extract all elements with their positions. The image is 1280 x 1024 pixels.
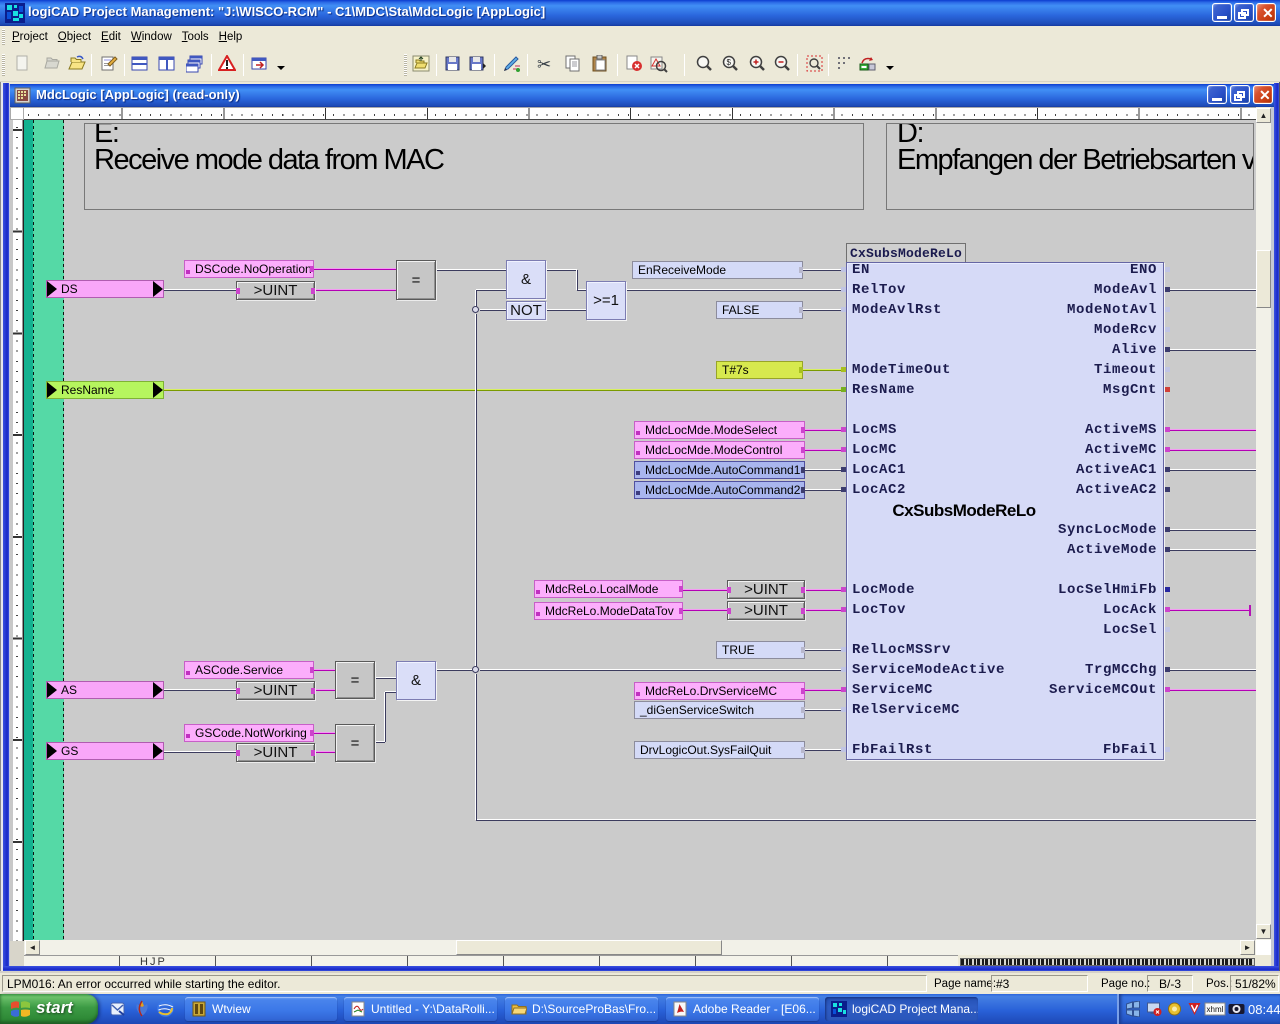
svg-text:$: $: [727, 58, 732, 67]
svg-text:xhml: xhml: [1207, 1005, 1224, 1014]
svg-text:✂: ✂: [537, 55, 551, 73]
